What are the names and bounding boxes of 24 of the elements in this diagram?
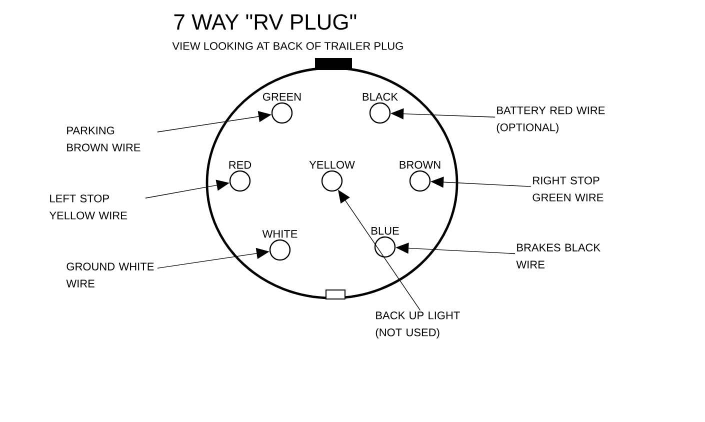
- node-label: WHITE: [262, 230, 298, 238]
- callout-text: BRAKES BLACK WIRE: [516, 244, 600, 268]
- node-label: BLUE: [372, 227, 399, 235]
- subtitle: VIEW LOOKING AT BACK OF TRAILER PLUG: [172, 42, 403, 50]
- node-label: GREEN: [262, 92, 301, 101]
- pin: BLUE: [372, 227, 399, 258]
- pin: YELLOW: [309, 160, 355, 192]
- plug-outline: [206, 66, 458, 300]
- pin: BLACK: [362, 92, 398, 124]
- pin: WHITE: [262, 230, 298, 261]
- node-label: BROWN: [400, 160, 440, 169]
- node-label: RED: [229, 161, 252, 169]
- callout-text: PARKING BROWN WIRE: [67, 126, 140, 152]
- callout-text: LEFT STOP YELLOW WIRE: [49, 194, 127, 220]
- callout-text: BATTERY RED WIRE (OPTIONAL): [496, 106, 605, 134]
- callout-text: BACK UP LIGHT (NOT USED): [376, 312, 460, 338]
- title: 7 WAY "RV PLUG": [174, 14, 356, 30]
- pin: BROWN: [400, 160, 440, 192]
- pin: RED: [229, 161, 252, 192]
- node-label: BLACK: [362, 92, 398, 101]
- callout-text: GROUND WHITE WIRE: [66, 262, 154, 288]
- pin: GREEN: [263, 92, 301, 124]
- callout-text: RIGHT STOP GREEN WIRE: [532, 176, 604, 202]
- node-label: YELLOW: [309, 160, 355, 169]
